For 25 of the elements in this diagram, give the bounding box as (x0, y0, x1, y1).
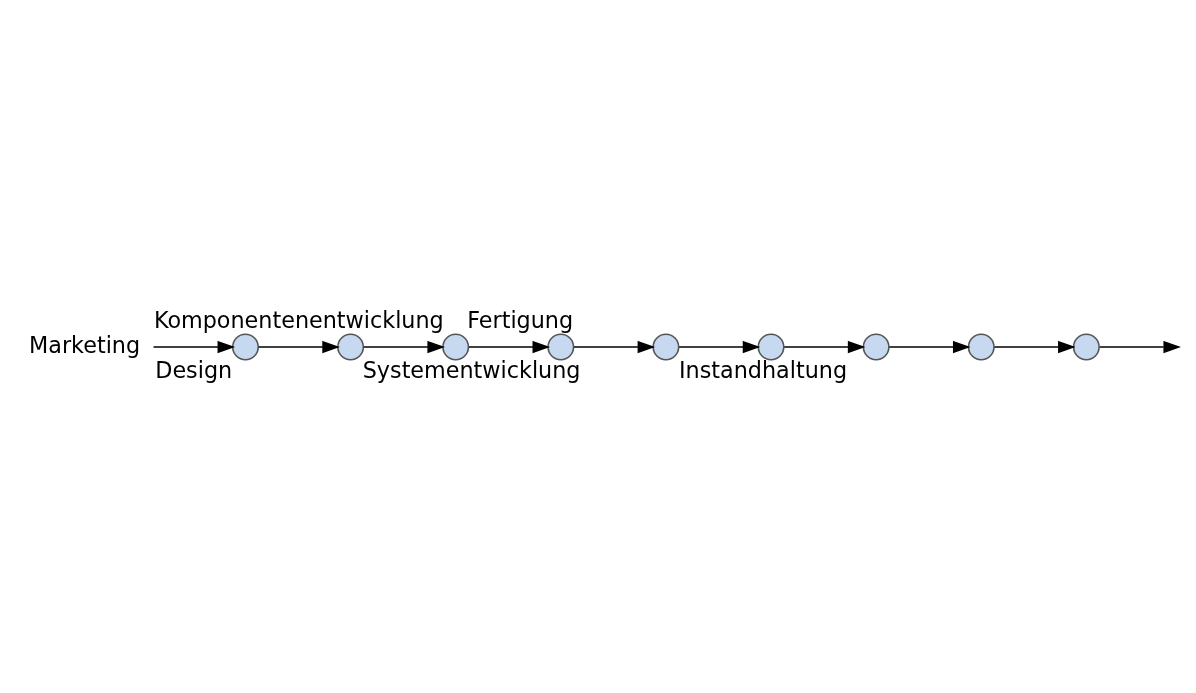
node-circle (547, 332, 575, 361)
node-circle (757, 332, 785, 361)
arrow (257, 340, 340, 353)
node-circle (337, 332, 365, 361)
node-circle (1072, 332, 1100, 361)
arrow (573, 340, 656, 353)
arrow (993, 340, 1076, 353)
node-circle (967, 332, 995, 361)
node-label: Fertigung (467, 306, 574, 333)
node-label: Design (155, 356, 233, 383)
node-circle (652, 332, 680, 361)
arrow (783, 340, 866, 353)
arrow (468, 340, 551, 353)
node-text: Marketing (29, 331, 141, 358)
node-label: Instandhaltung (679, 356, 848, 383)
arrow (888, 340, 971, 353)
arrow (363, 340, 445, 353)
arrow (152, 340, 236, 353)
arrow (678, 340, 761, 353)
node-circle (442, 332, 470, 361)
node-label: Komponentenentwicklung (153, 306, 444, 333)
node-circle (862, 332, 890, 361)
node-circle (231, 332, 259, 361)
arrow (1099, 340, 1181, 353)
node-label: Systementwicklung (362, 356, 581, 383)
